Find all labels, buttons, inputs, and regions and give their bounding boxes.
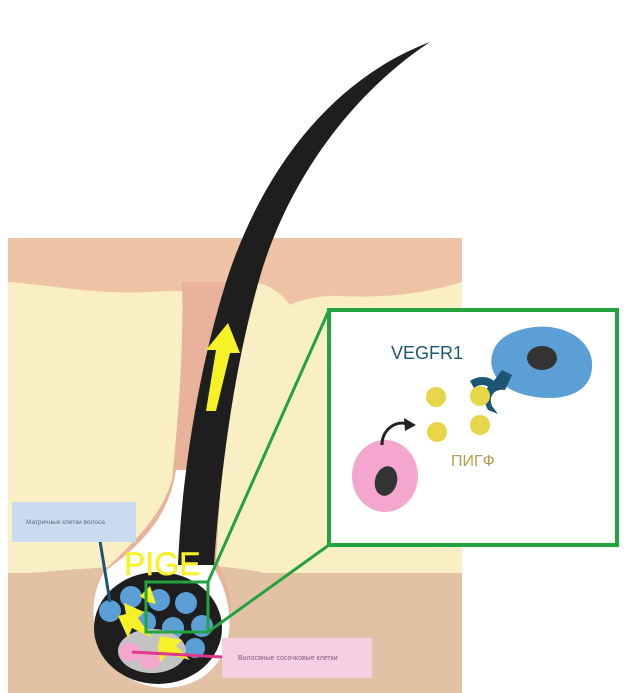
matrix-cell: [185, 638, 205, 658]
papilla-cells-label: Волосяные сосочковые клетки: [222, 638, 372, 678]
epidermis-layer: [8, 238, 462, 260]
papilla-cell-nucleus: [374, 466, 398, 496]
matrix-cell: [120, 586, 142, 608]
curved-arrow-icon: [380, 418, 416, 446]
upward-arrow-icon: [206, 323, 240, 411]
pigf-ligand: [427, 422, 447, 442]
matrix-cell: [99, 600, 121, 622]
receptor-cell-nucleus: [527, 346, 557, 370]
pige-label: PIGE: [124, 546, 200, 582]
inset-highlight-square: [144, 580, 210, 634]
signal-burst-icon: [118, 603, 152, 638]
matrix-label-connector: [98, 540, 112, 603]
hair-shaft: [178, 42, 430, 565]
vegfr1-label: VEGFR1: [391, 343, 463, 363]
papilla-cell: [139, 651, 161, 669]
matrix-cell: [191, 615, 213, 637]
vegfr1-receptor-arm: [470, 376, 500, 392]
inset-connector-bottom: [207, 543, 330, 634]
signal-burst-icon: [140, 586, 156, 604]
papilla-cell: [119, 643, 141, 661]
vegfr1-receptor: [484, 370, 512, 414]
pigf-label: ПИГФ: [451, 453, 495, 470]
matrix-cell: [148, 589, 170, 611]
pigf-ligand: [470, 415, 490, 435]
pigf-ligand: [470, 386, 490, 406]
inset-connector-top: [206, 309, 331, 583]
matrix-cell: [175, 592, 197, 614]
papilla-label-connector: [131, 650, 223, 659]
pigf-ligand: [426, 387, 446, 407]
matrix-cells-label: Матричные клетки волоса: [12, 502, 136, 542]
